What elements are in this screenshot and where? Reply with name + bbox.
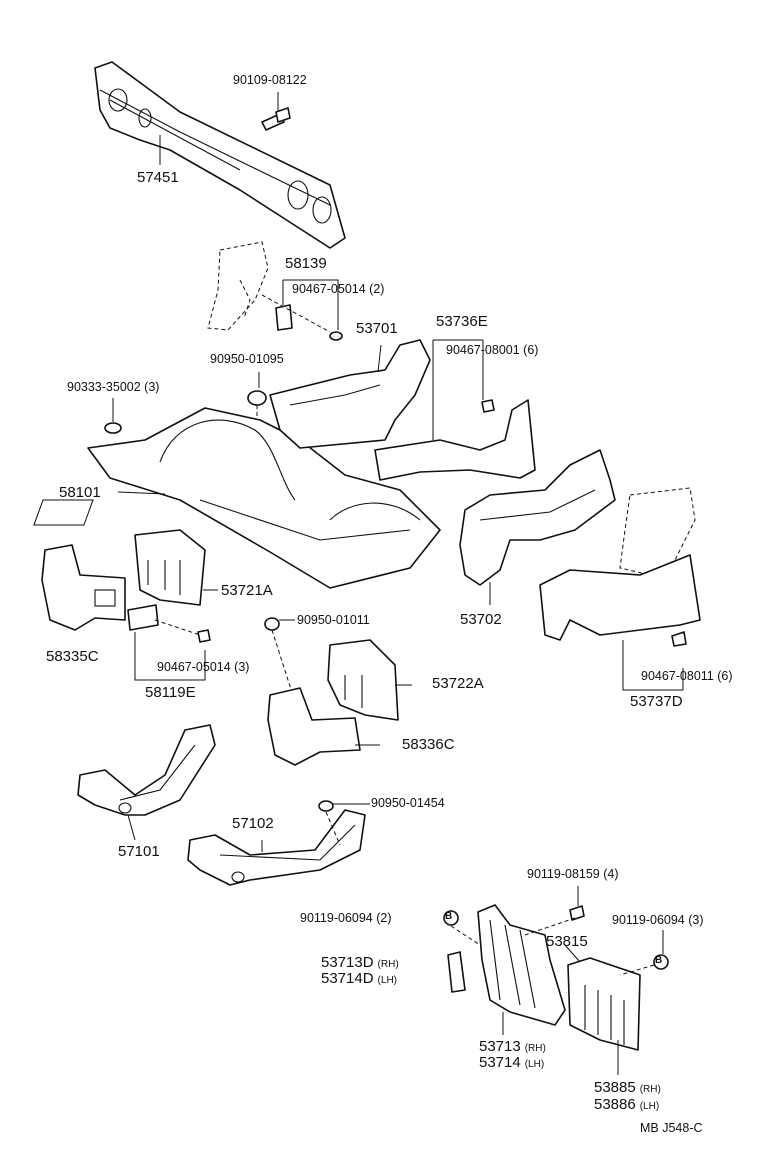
part-53713D-bracket [447, 951, 466, 993]
part-58335C [41, 544, 126, 631]
label-90467-05014-3: 90467-05014 (3) [157, 660, 250, 674]
label-90119-08159: 90119-08159 (4) [527, 867, 619, 881]
label-53713: 53713(RH) [479, 1039, 546, 1054]
label-53714D-number: 53714D [321, 970, 374, 987]
label-90333-35002: 90333-35002 (3) [67, 380, 160, 394]
part-58336C [267, 687, 380, 766]
drawing-reference: MB J548-C [640, 1121, 703, 1135]
part-58119E [127, 604, 211, 681]
label-53885-number: 53885 [594, 1079, 636, 1096]
label-90119-06094-2: 90119-06094 (2) [300, 911, 392, 925]
label-90119-06094-3: 90119-06094 (3) [612, 913, 704, 927]
label-53714-side: (LH) [524, 1059, 545, 1070]
part-57102 [187, 809, 366, 886]
part-53885-mudflap [564, 944, 641, 1075]
label-53886-number: 53886 [594, 1096, 636, 1113]
label-53701: 53701 [356, 320, 398, 337]
grommet-90950-01454 [318, 800, 370, 846]
label-58139: 58139 [285, 255, 327, 272]
label-57102: 57102 [232, 815, 274, 832]
part-53701 [269, 339, 431, 449]
label-53714D: 53714D(LH) [321, 971, 397, 986]
part-53736E [374, 339, 536, 481]
part-58101-floor-pan [33, 407, 441, 589]
clip-b-left [443, 910, 481, 946]
label-58335C: 58335C [46, 648, 99, 665]
part-53721A [134, 529, 218, 606]
label-90109-08122: 90109-08122 [233, 73, 307, 87]
label-53736E: 53736E [436, 313, 488, 330]
label-53886: 53886(LH) [594, 1097, 659, 1112]
label-90467-08001: 90467-08001 (6) [446, 343, 539, 357]
label-53713-number: 53713 [479, 1038, 521, 1055]
label-90950-01454: 90950-01454 [371, 796, 445, 810]
label-57101: 57101 [118, 843, 160, 860]
label-53886-side: (LH) [639, 1101, 660, 1112]
clip-b-right [619, 930, 669, 976]
label-90467-08011: 90467-08011 (6) [641, 669, 733, 683]
plug-90333-35002 [104, 398, 122, 434]
bolt-90109-08122 [261, 92, 291, 131]
label-58336C: 58336C [402, 736, 455, 753]
screw-90119-08159 [524, 886, 585, 936]
label-53885: 53885(RH) [594, 1080, 661, 1095]
circle-b-left-label: B [445, 911, 453, 922]
label-53713-side: (RH) [524, 1043, 546, 1054]
label-57451: 57451 [137, 169, 179, 186]
part-57101 [77, 724, 216, 841]
part-57451-cowl-panel [94, 61, 346, 249]
part-53713-mudguard [477, 904, 566, 1035]
part-53737D [539, 554, 701, 691]
label-53713D-side: (RH) [377, 959, 399, 970]
label-53721A: 53721A [221, 582, 273, 599]
part-58139-bracket [207, 241, 343, 341]
circle-b-right-label: B [655, 955, 663, 966]
label-90950-01095: 90950-01095 [210, 352, 284, 366]
part-53702 [459, 449, 616, 605]
label-53714D-side: (LH) [377, 975, 397, 986]
label-90950-01011: 90950-01011 [297, 613, 370, 627]
label-58101: 58101 [59, 484, 101, 501]
label-53737D: 53737D [630, 693, 683, 710]
label-53815: 53815 [546, 933, 588, 950]
label-53885-side: (RH) [639, 1084, 661, 1095]
label-90467-05014-2: 90467-05014 (2) [292, 282, 385, 296]
part-53722A [327, 639, 412, 721]
label-53713D: 53713D(RH) [321, 955, 399, 970]
label-53702: 53702 [460, 611, 502, 628]
part-right-dashed-panel [619, 487, 696, 576]
label-53713D-number: 53713D [321, 954, 374, 971]
label-53722A: 53722A [432, 675, 484, 692]
label-58119E: 58119E [145, 684, 196, 701]
label-53714: 53714(LH) [479, 1055, 544, 1070]
label-53714-number: 53714 [479, 1054, 521, 1071]
